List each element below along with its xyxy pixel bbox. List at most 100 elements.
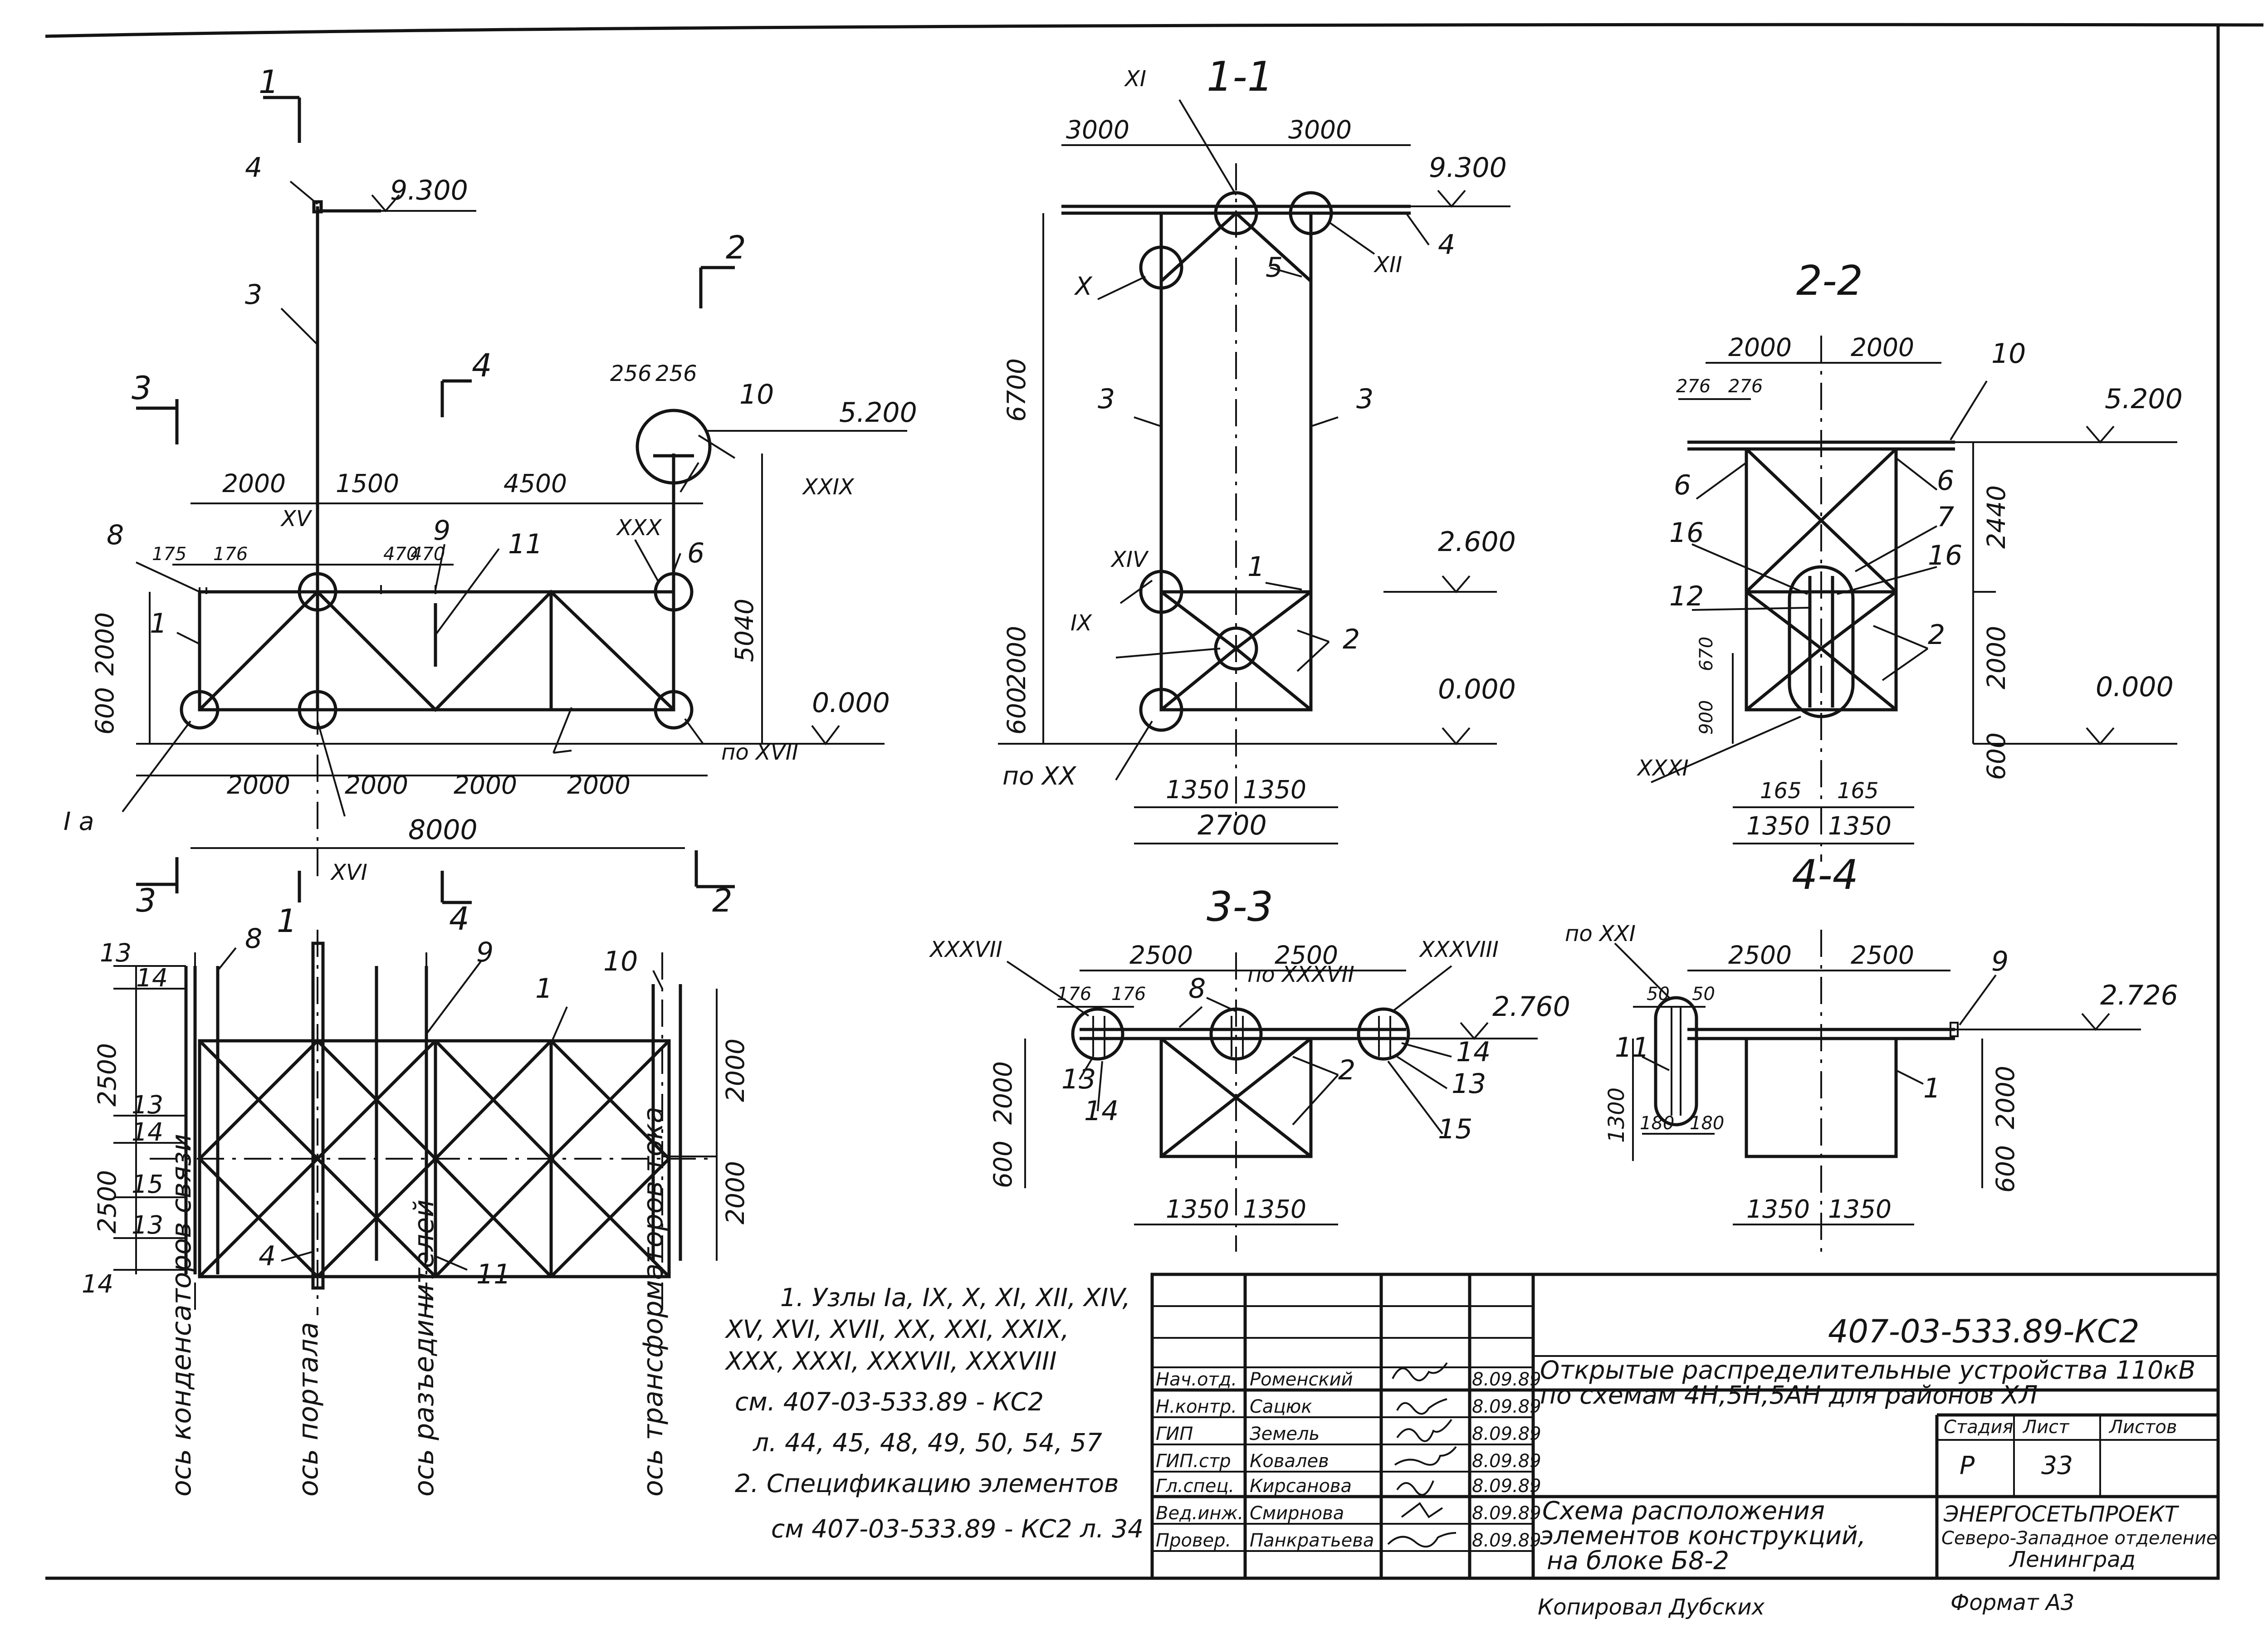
dim-2440: 2440 (1982, 485, 2011, 549)
sig-date: 8.09.89 (1472, 1530, 1541, 1551)
dim-1350b-s1: 1350 (1243, 775, 1306, 804)
node-xi-label: XI (1124, 66, 1146, 92)
plan-pos-14a: 14 (136, 963, 168, 992)
s2-dim-v2000: 2000 (1982, 626, 2011, 689)
node-xxi-label: по XXI (1565, 921, 1636, 946)
sheet-title-3: на блоке Б8-2 (1547, 1546, 1729, 1575)
s4-dim-50b: 50 (1692, 984, 1715, 1005)
node-xxi-oval (1654, 996, 1698, 1127)
section-2-2-title: 2-2 (1796, 257, 1863, 305)
sig-name: Роменский (1250, 1369, 1353, 1390)
section-4-4: 4-4 2500 2500 50 50 180 180 1300 2000 60… (1565, 851, 2178, 1252)
s4-pos-1: 1 (1923, 1073, 1941, 1104)
node-xvii-circle (654, 690, 694, 730)
pos-4-label: 4 (245, 152, 262, 184)
sig-date: 8.09.89 (1472, 1369, 1541, 1390)
sig-role: ГИП.стр (1156, 1451, 1231, 1472)
node-xxix-label: XXIX (802, 474, 855, 500)
level-5200: 5.200 (839, 397, 917, 429)
dim-6700: 6700 (1002, 358, 1031, 422)
dim-bottom-2: 2000 (345, 771, 408, 800)
node-xii-label: XII (1373, 252, 1402, 278)
dim-165b: 165 (1837, 778, 1879, 804)
pos-6-label: 6 (687, 537, 704, 569)
sig-name: Смирнова (1250, 1503, 1344, 1524)
s4-dim-2500b: 2500 (1851, 941, 1914, 970)
sheets-label: Листов (2108, 1417, 2177, 1438)
sig-date: 8.09.89 (1472, 1396, 1541, 1417)
section-1-1-title: 1-1 (1207, 53, 1273, 101)
note-line-7: см 407-03-533.89 - КС2 л. 34 (771, 1514, 1144, 1543)
node-xxxviii-circle (1357, 1007, 1410, 1061)
dim-2700: 2700 (1198, 810, 1267, 841)
dim-256b: 256 (655, 361, 697, 386)
dim-5040: 5040 (730, 599, 759, 662)
sig-name: Земель (1250, 1424, 1320, 1444)
node-ia-label: I a (64, 807, 94, 836)
section-3-3: 3-3 2500 2500 176 176 2.760 200 (929, 883, 1570, 1252)
dim-1350a-s1: 1350 (1166, 775, 1229, 804)
dim-v2000: 2000 (90, 612, 119, 676)
node-xx-circle (1139, 688, 1183, 732)
plan-pos-10: 10 (603, 946, 638, 977)
dim-1500: 1500 (336, 469, 399, 498)
axis-capacitors: ось конденсаторов связи (166, 1134, 197, 1497)
level-2600: 2.600 (1438, 526, 1516, 558)
s2-dim-600: 600 (1982, 732, 2011, 780)
org-name-2: Северо-Западное отделение (1941, 1528, 2217, 1549)
plan-pos-13c: 13 (132, 1210, 163, 1239)
node-xxxvii-circle (1071, 1007, 1124, 1061)
s4-dim-1300: 1300 (1604, 1088, 1629, 1143)
node-x-circle (1139, 245, 1183, 290)
cut-1-bottom: 1 (277, 902, 297, 940)
s3-pos-8: 8 (1188, 973, 1206, 1005)
level-0000-s1: 0.000 (1438, 673, 1516, 705)
s2-dim-1350b: 1350 (1828, 811, 1892, 840)
title-block: 407-03-533.89-КС2 Открытые распределител… (1150, 1273, 2220, 1580)
node-xxxvii-label: XXXVII (929, 937, 1002, 962)
s3-dim-176a: 176 (1057, 984, 1091, 1005)
project-title-1: Открытые распределительные устройства 11… (1540, 1356, 2195, 1385)
sheet-label: Лист (2022, 1417, 2070, 1438)
sig-role: Вед.инж. (1156, 1503, 1243, 1524)
org-name-3: Ленинград (2009, 1547, 2136, 1572)
pos-2-s1: 2 (1343, 624, 1360, 655)
node-poxxxvii-circle (1209, 1007, 1263, 1061)
s3-dim-600: 600 (988, 1141, 1017, 1188)
sheet-title-1: Схема расположения (1542, 1496, 1825, 1525)
node-xxxi-label: XXXI (1636, 756, 1689, 781)
plan-pos-14b: 14 (132, 1117, 163, 1146)
plan-pos-13b: 13 (132, 1090, 163, 1119)
pos-8-label: 8 (107, 519, 124, 551)
pos-10-label: 10 (739, 379, 774, 410)
pos-11-label: 11 (508, 528, 543, 560)
dim-670: 670 (1696, 637, 1717, 671)
level-5200-s2: 5.200 (2105, 383, 2183, 415)
note-line-6: 2. Спецификацию элементов (735, 1469, 1119, 1498)
pos-1-label: 1 (150, 608, 167, 639)
cut-4-bottom: 4 (449, 900, 469, 937)
note-line-3: XXX, XXXI, XXXVII, XXXVIII (724, 1346, 1057, 1375)
dim-bottom-4: 2000 (567, 771, 631, 800)
plan-pos-13a: 13 (100, 938, 132, 967)
sheet-format: Формат А3 (1950, 1590, 2074, 1615)
s2-pos-16b: 16 (1928, 540, 1962, 571)
pos-3b-s1: 3 (1356, 383, 1374, 415)
section-3-3-title: 3-3 (1207, 883, 1273, 931)
section-2-2: 2-2 2000 2000 276 2 (1636, 257, 2183, 862)
level-0000: 0.000 (812, 687, 890, 719)
plan-pos-14c: 14 (82, 1269, 113, 1298)
dim-176: 176 (213, 544, 248, 565)
s2-dim-2000b: 2000 (1851, 333, 1914, 362)
copied-by: Копировал Дубских (1538, 1595, 1765, 1620)
sig-name: Ковалев (1250, 1451, 1329, 1472)
node-xxxviii-label: XXXVIII (1418, 937, 1499, 962)
plan-pos-8: 8 (245, 923, 262, 955)
sig-role: Н.контр. (1156, 1396, 1237, 1417)
axis-disconnectors: ось разъединителей (408, 1200, 440, 1497)
s4-dim-2000: 2000 (1991, 1066, 2020, 1129)
axis-portal: ось портала (293, 1322, 324, 1497)
dim-3000a: 3000 (1066, 115, 1129, 144)
s4-pos-9: 9 (1991, 946, 2009, 977)
s4-pos-11: 11 (1615, 1032, 1649, 1063)
